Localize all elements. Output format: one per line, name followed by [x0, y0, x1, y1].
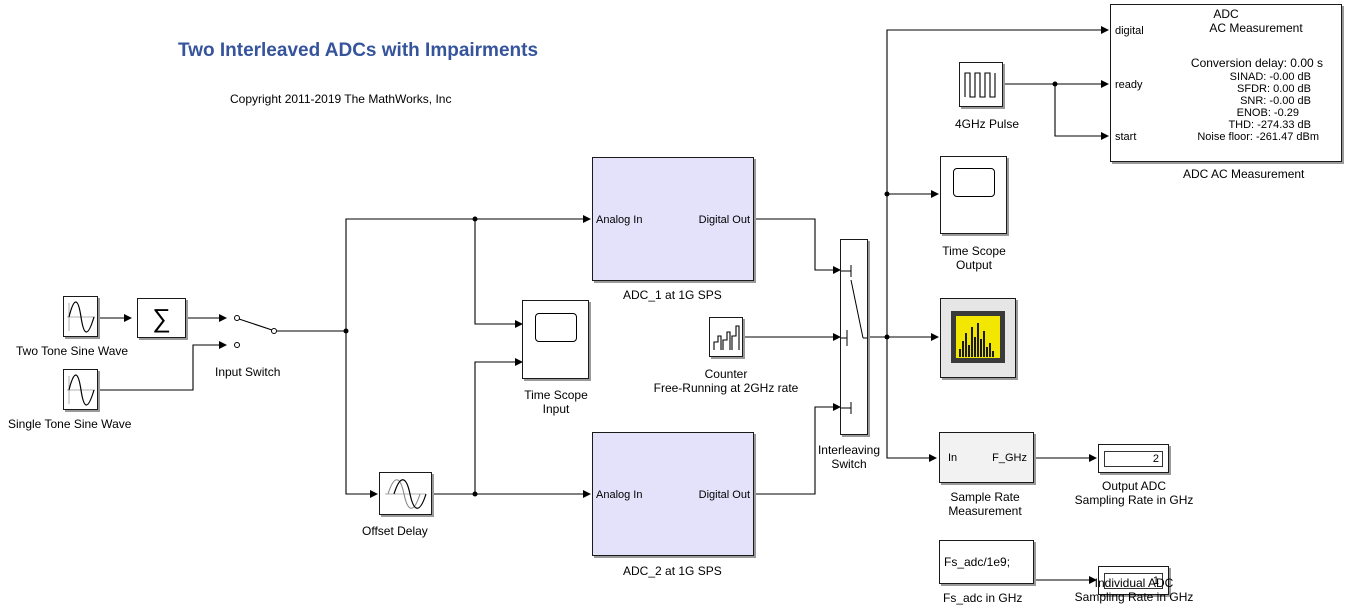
meas-snr: SNR: -0.00 dB	[1240, 95, 1311, 107]
scope-screen-icon	[953, 168, 995, 197]
output-rate-value: 2	[1104, 451, 1163, 467]
multiport-switch-icon	[841, 265, 867, 414]
meas-sinad: SINAD: -0.00 dB	[1229, 71, 1311, 83]
junction-dot	[1052, 81, 1058, 87]
adc1-digital-out-port: Digital Out	[698, 214, 750, 226]
junction-dot	[472, 491, 478, 497]
interleaving-switch-block[interactable]	[840, 239, 868, 435]
meas-noise-floor: Noise floor: -261.47 dBm	[1197, 131, 1319, 143]
signal-line-single-to-switch	[98, 341, 227, 391]
offset-delay-block[interactable]	[379, 472, 432, 515]
output-rate-label: Output ADC Sampling Rate in GHz	[1074, 479, 1194, 507]
sample-rate-in-port: In	[948, 452, 958, 464]
signal-line-to-measurement	[886, 26, 1109, 337]
time-scope-output-label: Time Scope Output	[942, 244, 1006, 272]
pulse-train-icon	[964, 72, 996, 98]
delay-wave-icon	[385, 479, 427, 509]
sigma-icon: ∑	[152, 303, 171, 333]
junction-dot	[472, 216, 478, 222]
signal-line-to-scope-in1	[474, 219, 523, 328]
counter-block[interactable]	[709, 317, 743, 357]
meas-start-port: start	[1115, 131, 1137, 143]
junction-dot	[343, 328, 349, 334]
sample-rate-measurement-block[interactable]: In F_GHz	[939, 432, 1034, 483]
time-scope-output-block[interactable]	[940, 156, 1007, 234]
adc2-analog-in-port: Analog In	[596, 489, 643, 501]
junction-dot	[884, 334, 890, 340]
adc2-digital-out-port: Digital Out	[698, 489, 750, 501]
signal-line-to-sample-rate	[886, 337, 937, 462]
output-rate-display-block[interactable]: 2	[1098, 444, 1169, 473]
meas-thd: THD: -274.33 dB	[1228, 119, 1311, 131]
staircase-icon	[713, 325, 740, 350]
time-scope-input-label: Time Scope Input	[524, 388, 588, 416]
adc-ac-measurement-block[interactable]: ADC AC Measurement digital ready start C…	[1110, 4, 1342, 162]
sine-wave-icon	[67, 374, 95, 406]
input-switch-icon[interactable]	[226, 310, 280, 352]
meas-ready-port: ready	[1115, 79, 1143, 91]
copyright-text: Copyright 2011-2019 The MathWorks, Inc	[230, 92, 452, 106]
interleaving-switch-label: Interleaving Switch	[817, 443, 881, 471]
junction-dot	[884, 191, 890, 197]
meas-digital-port: digital	[1115, 25, 1144, 37]
two-tone-sine-block[interactable]	[63, 296, 98, 337]
spectrum-analyzer-block[interactable]	[940, 298, 1016, 378]
individual-rate-display-block[interactable]: 1	[1098, 566, 1169, 595]
single-tone-label: Single Tone Sine Wave	[8, 417, 132, 431]
input-switch-label: Input Switch	[215, 365, 281, 379]
meas-enob: ENOB: -0.29	[1236, 107, 1299, 119]
single-tone-sine-block[interactable]	[63, 369, 98, 410]
adc1-label: ADC_1 at 1G SPS	[623, 288, 722, 302]
sample-rate-fghz-port: F_GHz	[992, 452, 1027, 464]
adc-ac-measurement-label: ADC AC Measurement	[1183, 167, 1305, 181]
time-scope-input-block[interactable]	[522, 300, 589, 379]
signal-line-to-delay	[345, 331, 378, 498]
spectrum-bars-icon	[956, 316, 1000, 358]
sample-rate-label: Sample Rate Measurement	[948, 490, 1022, 518]
fs-adc-expression: Fs_adc/1e9;	[944, 555, 1011, 569]
spectrum-display	[951, 311, 1005, 363]
fs-adc-constant-block[interactable]: Fs_adc/1e9;	[939, 540, 1034, 584]
adc2-label: ADC_2 at 1G SPS	[623, 564, 722, 578]
pulse-label: 4GHz Pulse	[955, 117, 1020, 131]
two-tone-label: Two Tone Sine Wave	[16, 344, 129, 358]
sine-wave-icon	[67, 301, 95, 333]
individual-rate-label: Individual ADC Sampling Rate in GHz	[1074, 576, 1194, 604]
signal-line-to-scope-in2	[474, 358, 523, 494]
meas-sfdr: SFDR: 0.00 dB	[1237, 83, 1311, 95]
counter-label: Counter Free-Running at 2GHz rate	[653, 367, 799, 395]
meas-header1: ADC	[1213, 7, 1239, 21]
signal-line-pulse-start	[1054, 84, 1109, 140]
scope-screen-icon	[535, 313, 577, 342]
adc1-analog-in-port: Analog In	[596, 214, 643, 226]
sum-block[interactable]: ∑	[137, 298, 186, 338]
fs-adc-label: Fs_adc in GHz	[943, 591, 1023, 605]
model-title: Two Interleaved ADCs with Impairments	[178, 40, 539, 61]
adc1-block[interactable]: Analog In Digital Out	[592, 157, 754, 281]
offset-delay-label: Offset Delay	[362, 524, 428, 538]
signal-line-adc2-to-switch	[753, 403, 841, 495]
signal-line-to-adc1	[345, 215, 591, 331]
meas-conversion-delay: Conversion delay: 0.00 s	[1190, 56, 1323, 70]
meas-header2: AC Measurement	[1209, 21, 1303, 35]
pulse-block[interactable]	[959, 62, 1003, 107]
adc2-block[interactable]: Analog In Digital Out	[592, 432, 754, 556]
signal-line-adc1-to-switch	[753, 218, 841, 274]
individual-rate-value: 1	[1104, 573, 1163, 589]
